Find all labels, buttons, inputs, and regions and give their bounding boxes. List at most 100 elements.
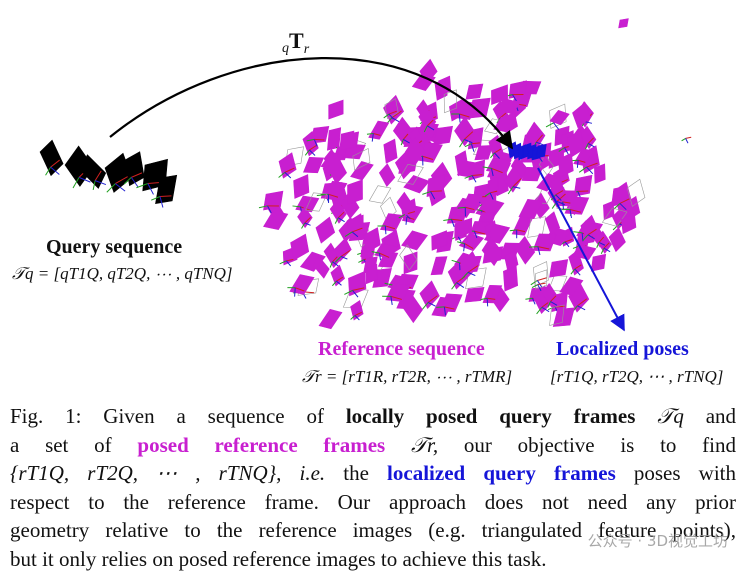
reference-frame: [278, 152, 297, 179]
reference-frame: [363, 227, 381, 254]
reference-frame: [328, 99, 344, 120]
watermark: 公众号 · 3D视觉工坊: [587, 532, 728, 550]
reference-frame: [530, 261, 549, 288]
reference-frame: [333, 237, 352, 263]
reference-frame: [531, 269, 548, 292]
reference-frame: [536, 173, 560, 192]
reference-frame: [566, 129, 585, 158]
reference-frame: [383, 98, 399, 120]
localized-poses-formula: [rT1Q, rT2Q, ⋯ , rTNQ]: [550, 367, 724, 386]
reference-frame: [559, 276, 584, 296]
caption-line-5: geometry relative to the reference image…: [10, 518, 736, 543]
reference-frame: [552, 307, 575, 327]
reference-frame: [601, 207, 628, 227]
query-frame: [39, 139, 64, 177]
reference-frame: [504, 249, 519, 272]
reference-frame: [495, 97, 521, 115]
reference-frame: [344, 213, 365, 238]
figure-caption: Fig. 1: Given a sequence of locally pose…: [10, 402, 736, 574]
reference-frame: [465, 83, 484, 100]
reference-frame: [590, 253, 607, 272]
reference-frame: [457, 193, 484, 217]
reference-frame: [613, 181, 632, 211]
reference-frame: [394, 121, 412, 146]
localized-poses-title: Localized poses: [556, 338, 689, 360]
reference-frame: [521, 166, 543, 182]
query-sequence-title: Query sequence: [46, 236, 183, 258]
reference-frame: [528, 233, 557, 256]
reference-frame: [681, 136, 692, 144]
reference-frame: [518, 198, 544, 220]
reference-frame: [422, 174, 446, 200]
query-frame: [151, 174, 178, 208]
reference-frame: [482, 157, 512, 177]
reference-frame: [302, 130, 319, 157]
reference-frame: [419, 280, 440, 310]
reference-sequence-title: Reference sequence: [318, 338, 485, 360]
reference-frames-cloud: [258, 18, 692, 330]
reference-frame: [394, 151, 415, 180]
reference-frame: [594, 163, 606, 184]
reference-frame: [378, 163, 396, 187]
reference-frame: [383, 138, 398, 164]
reference-frame: [514, 235, 536, 265]
reference-frame: [608, 227, 626, 253]
reference-frame: [347, 179, 363, 205]
reference-frame: [549, 259, 569, 278]
reference-frame: [329, 199, 347, 224]
localized-arrow: [537, 167, 625, 332]
reference-frame: [290, 233, 310, 261]
reference-frame: [401, 230, 429, 251]
reference-frame: [330, 264, 345, 287]
reference-frame: [621, 212, 637, 235]
caption-line-2: a set of posed reference frames 𝒯r, our …: [10, 432, 737, 457]
transform-arrow: [109, 57, 514, 150]
reference-frame: [305, 192, 328, 212]
reference-frame: [344, 270, 367, 298]
reference-frame: [549, 109, 570, 126]
reference-frame: [557, 152, 574, 178]
query-sequence-formula: 𝒯q = [qT1Q, qT2Q, ⋯ , qTNQ]: [12, 264, 233, 283]
reference-frame: [433, 125, 454, 146]
reference-frame: [541, 282, 559, 308]
caption-line-1: Fig. 1: Given a sequence of locally pose…: [10, 404, 737, 428]
figure-illustration: [39, 18, 692, 332]
reference-frame: [484, 177, 499, 200]
reference-frame: [365, 263, 378, 285]
reference-frame: [436, 293, 463, 316]
reference-frame: [549, 304, 565, 326]
query-frame: [104, 152, 133, 193]
localized-frame: [535, 143, 547, 159]
caption-line-6: but it only relies on posed reference im…: [10, 546, 547, 571]
reference-frame: [340, 191, 360, 220]
reference-frame: [292, 195, 320, 215]
reference-frame: [454, 150, 469, 177]
reference-frame: [504, 80, 528, 102]
reference-frame: [258, 190, 284, 214]
reference-frame: [482, 246, 504, 264]
reference-frame: [454, 217, 473, 239]
reference-frame: [572, 102, 591, 129]
reference-frame: [318, 308, 343, 330]
reference-frame: [371, 243, 398, 261]
reference-frame: [503, 165, 523, 195]
reference-frame: [459, 250, 480, 280]
reference-frame: [579, 125, 597, 150]
reference-frame: [480, 284, 503, 307]
reference-frame: [366, 120, 390, 142]
reference-frame: [464, 159, 486, 183]
reference-sequence-formula: 𝒯r = [rT1R, rT2R, ⋯ , rTMR]: [302, 367, 513, 386]
reference-frame: [352, 148, 371, 171]
reference-frame: [626, 178, 646, 207]
reference-frame: [327, 155, 347, 185]
reference-frame: [397, 163, 424, 185]
caption-line-3: {rT1Q, rT2Q, ⋯ , rTNQ}, i.e. the localiz…: [10, 461, 736, 486]
reference-frame: [297, 206, 313, 229]
reference-frame: [399, 244, 418, 271]
reference-frame: [402, 294, 423, 324]
reference-frame: [430, 256, 448, 276]
reference-frame: [431, 230, 448, 251]
reference-frame: [618, 18, 629, 29]
reference-frame: [396, 191, 414, 217]
reference-frame: [312, 255, 330, 279]
